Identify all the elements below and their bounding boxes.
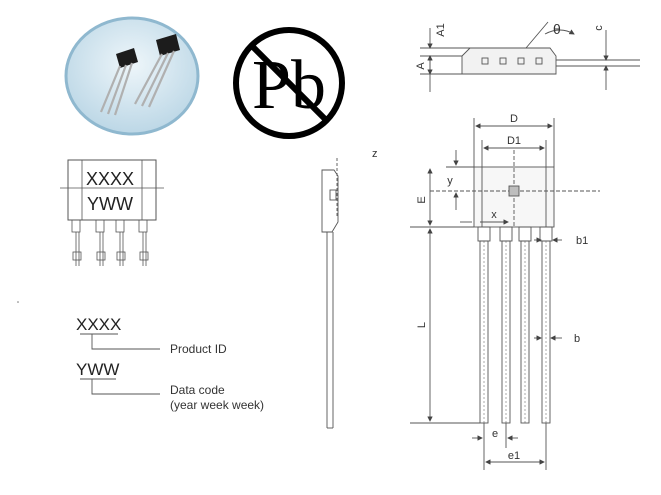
dim-E: E: [416, 196, 428, 203]
stray-dot: [17, 301, 19, 303]
dim-L: L: [416, 322, 428, 328]
dim-A: A: [415, 62, 427, 70]
legend-date-code: YWW: [76, 360, 119, 379]
lead-free-symbol: Pb: [233, 27, 345, 139]
marking-top-code: XXXX: [86, 169, 134, 189]
dim-y: y: [447, 175, 453, 187]
dim-x: x: [491, 209, 497, 221]
marking-bottom-code: YWW: [87, 194, 133, 214]
dim-e: e: [492, 428, 498, 440]
dim-D: D: [510, 113, 518, 125]
dim-D1: D1: [507, 135, 521, 147]
front-view: [410, 118, 600, 470]
dim-e1: e1: [508, 450, 520, 462]
sensor-image-2: [134, 34, 180, 108]
legend-product-code: XXXX: [76, 315, 121, 334]
dim-A1: A1: [435, 23, 447, 36]
dim-theta: θ: [553, 21, 561, 37]
product-photo: [64, 16, 200, 136]
legend-product-label: Product ID: [170, 342, 227, 356]
marking-leads: [71, 219, 149, 266]
legend-date-label: Data code: [170, 383, 225, 397]
dim-c: c: [593, 25, 605, 31]
dim-b1: b1: [576, 235, 588, 247]
marking-drawing: [60, 159, 164, 266]
legend-date-sub: (year week week): [170, 398, 264, 412]
side-view: [321, 158, 339, 429]
end-view: [420, 21, 640, 92]
sensor-image-1: [99, 48, 138, 116]
marking-legend: XXXX Product ID YWW Data code (year week…: [76, 315, 264, 412]
dim-z: z: [372, 148, 378, 160]
dim-b: b: [574, 333, 580, 345]
